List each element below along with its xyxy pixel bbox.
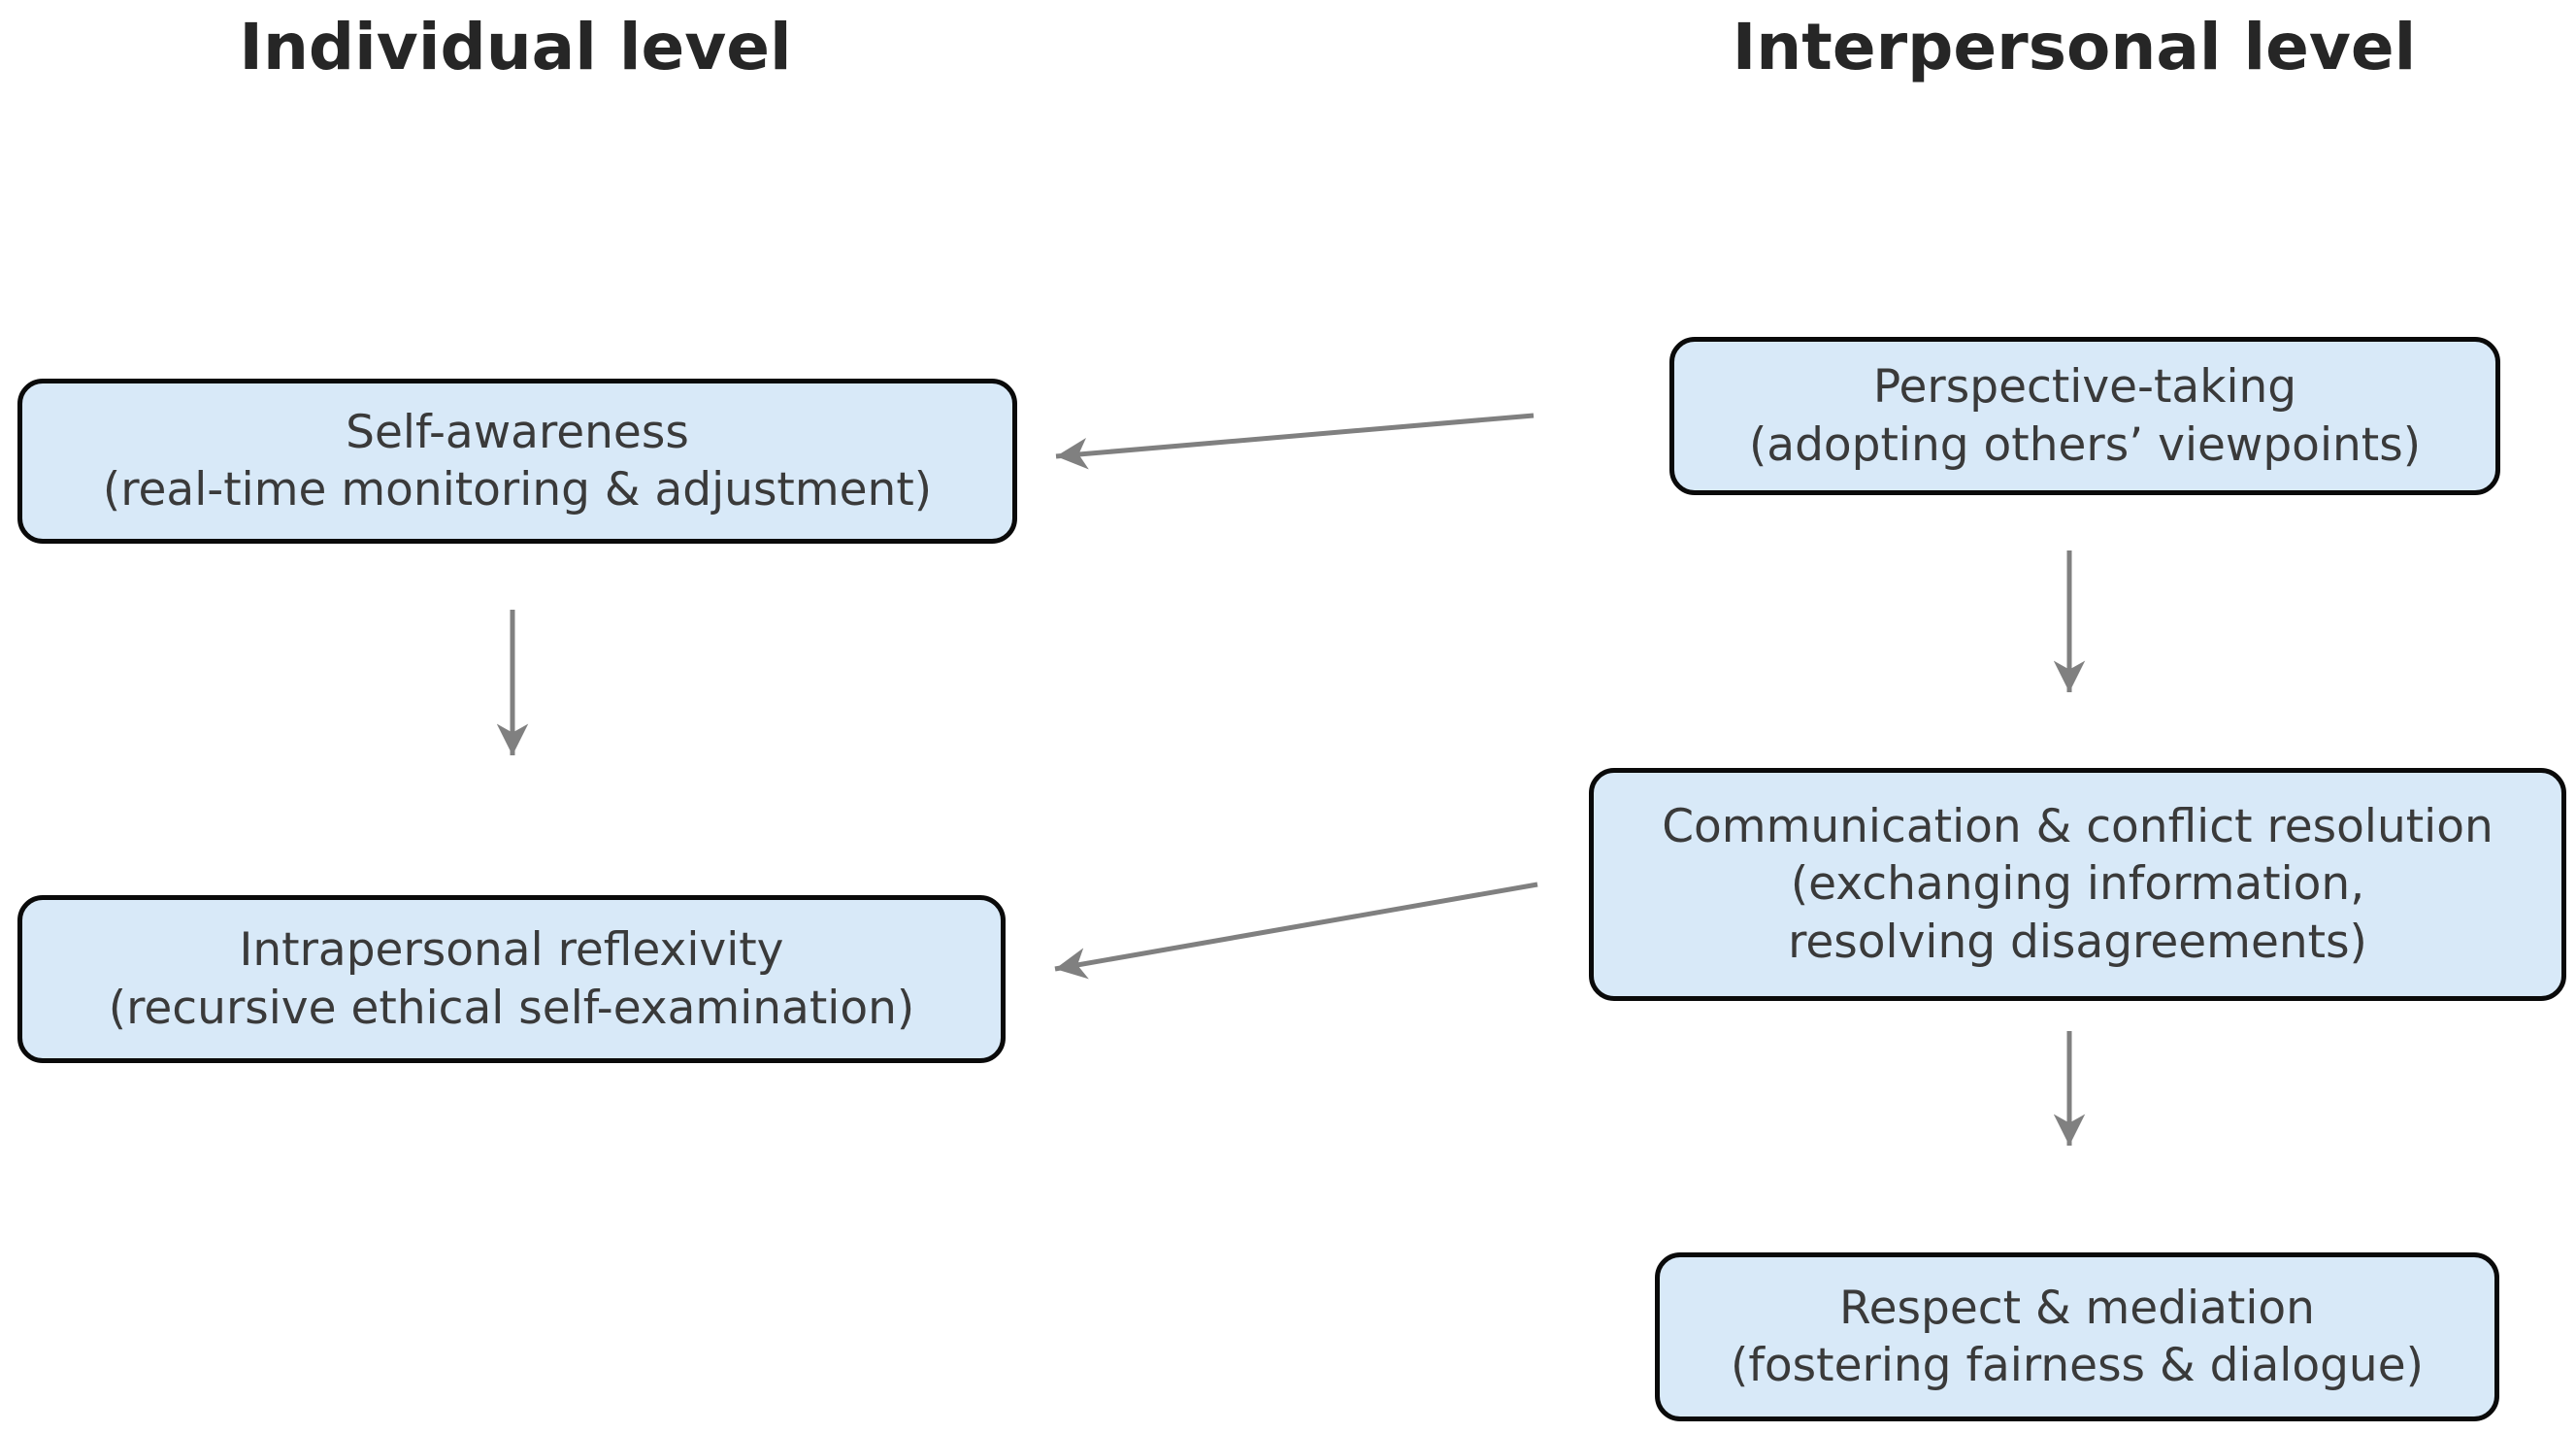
heading-interpersonal-level: Interpersonal level xyxy=(1732,10,2417,84)
node-subtitle: resolving disagreements) xyxy=(1788,915,2367,969)
node-intrapersonal-reflexivity: Intrapersonal reflexivity (recursive eth… xyxy=(17,895,1006,1063)
node-title: Respect & mediation xyxy=(1839,1281,2315,1335)
node-subtitle: (real-time monitoring & adjustment) xyxy=(102,463,933,517)
node-title: Communication & conflict resolution xyxy=(1662,800,2493,854)
node-self-awareness: Self-awareness (real-time monitoring & a… xyxy=(17,379,1017,544)
node-subtitle: (fostering fairness & dialogue) xyxy=(1731,1339,2424,1392)
node-subtitle: (adopting others’ viewpoints) xyxy=(1748,417,2422,472)
node-subtitle: (exchanging information, xyxy=(1790,857,2365,912)
node-title: Self-awareness xyxy=(346,405,689,459)
node-title: Perspective-taking xyxy=(1872,360,2297,415)
heading-individual-level: Individual level xyxy=(239,10,792,84)
node-respect-mediation: Respect & mediation (fostering fairness … xyxy=(1655,1252,2499,1421)
arrow-communication-to-intrapersonal-reflexivity xyxy=(1054,882,1538,980)
node-subtitle: (recursive ethical self-examination) xyxy=(108,981,915,1035)
node-communication-conflict-resolution: Communication & conflict resolution (exc… xyxy=(1589,768,2566,1001)
node-perspective-taking: Perspective-taking (adopting others’ vie… xyxy=(1669,337,2500,495)
arrow-perspective-taking-to-self-awareness xyxy=(1055,413,1535,470)
node-title: Intrapersonal reflexivity xyxy=(239,923,784,978)
